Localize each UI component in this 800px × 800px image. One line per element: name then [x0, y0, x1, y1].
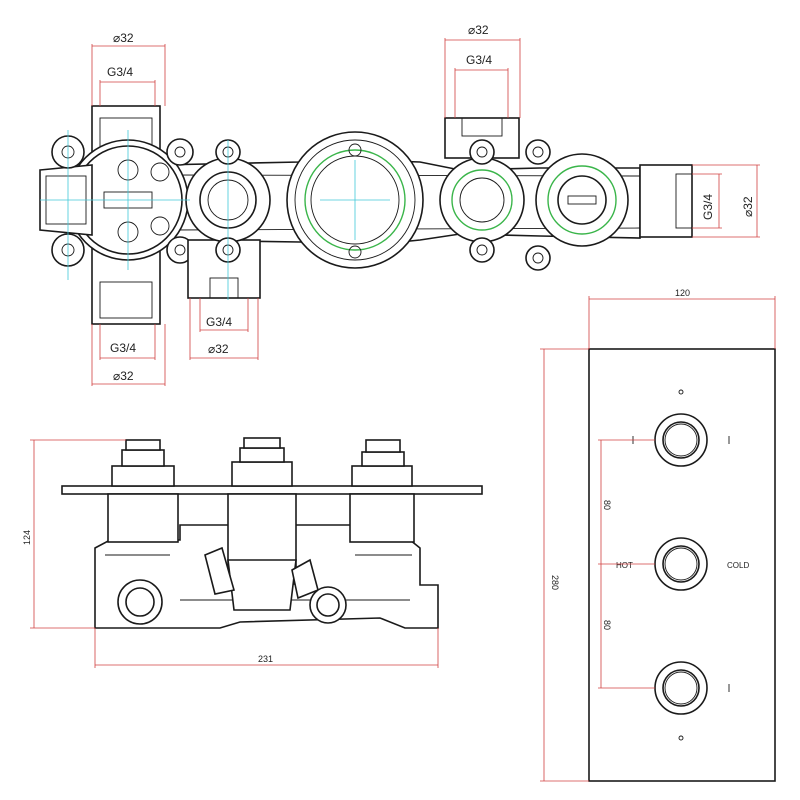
- dim-bottom-left: G3/4 ⌀32: [91, 324, 166, 386]
- flow-valve-2: [535, 153, 629, 247]
- dim-text: 280: [550, 575, 560, 590]
- hot-label: HOT: [616, 561, 633, 570]
- faceplate-view: HOT COLD 120 280 80 80: [540, 288, 776, 782]
- centerlines: [40, 130, 390, 300]
- side-outlet-right: [309, 586, 347, 624]
- dim-text: ⌀32: [113, 369, 134, 383]
- dim-bottom-mid: G3/4 ⌀32: [189, 298, 259, 360]
- faceplate-outline: [588, 348, 776, 782]
- dim-text: ⌀32: [741, 196, 755, 217]
- dim-text: 80: [602, 500, 612, 510]
- dim-text: G3/4: [107, 65, 133, 79]
- dim-text: ⌀32: [113, 31, 134, 45]
- dim-text: G3/4: [701, 194, 715, 220]
- dim-plate-width: 120: [588, 288, 776, 349]
- side-view: 124 231: [22, 437, 483, 668]
- knob-bottom: [654, 661, 708, 715]
- dim-text: G3/4: [206, 315, 232, 329]
- side-outlet-left: [117, 579, 163, 625]
- dim-text: 80: [602, 620, 612, 630]
- knob-middle: [654, 537, 708, 591]
- side-inlet: [639, 164, 693, 238]
- dim-knob-spacing: 80 80: [598, 439, 655, 689]
- knob-top: [654, 413, 708, 467]
- dim-text: ⌀32: [468, 23, 489, 37]
- stem-right: [349, 439, 415, 543]
- dim-text: 120: [675, 288, 690, 298]
- dim-plate-height: 280: [540, 348, 589, 782]
- cold-label: COLD: [727, 561, 749, 570]
- dim-text: ⌀32: [208, 342, 229, 356]
- top-view: ⌀32 G3/4 ⌀32 G3/4 G3/4 ⌀32: [39, 23, 760, 386]
- stem-centre: [227, 437, 297, 611]
- dim-text: 124: [22, 530, 32, 545]
- dim-right-side: G3/4 ⌀32: [692, 164, 760, 238]
- dim-side-height: 124: [22, 439, 126, 629]
- wall-plate: [61, 485, 483, 495]
- dim-text: G3/4: [466, 53, 492, 67]
- dim-right-top: ⌀32 G3/4: [444, 23, 521, 118]
- stem-left: [107, 439, 179, 543]
- dim-text: G3/4: [110, 341, 136, 355]
- dim-left-top: ⌀32 G3/4: [91, 31, 166, 106]
- dim-side-width: 231: [94, 628, 439, 668]
- dim-text: 231: [258, 654, 273, 664]
